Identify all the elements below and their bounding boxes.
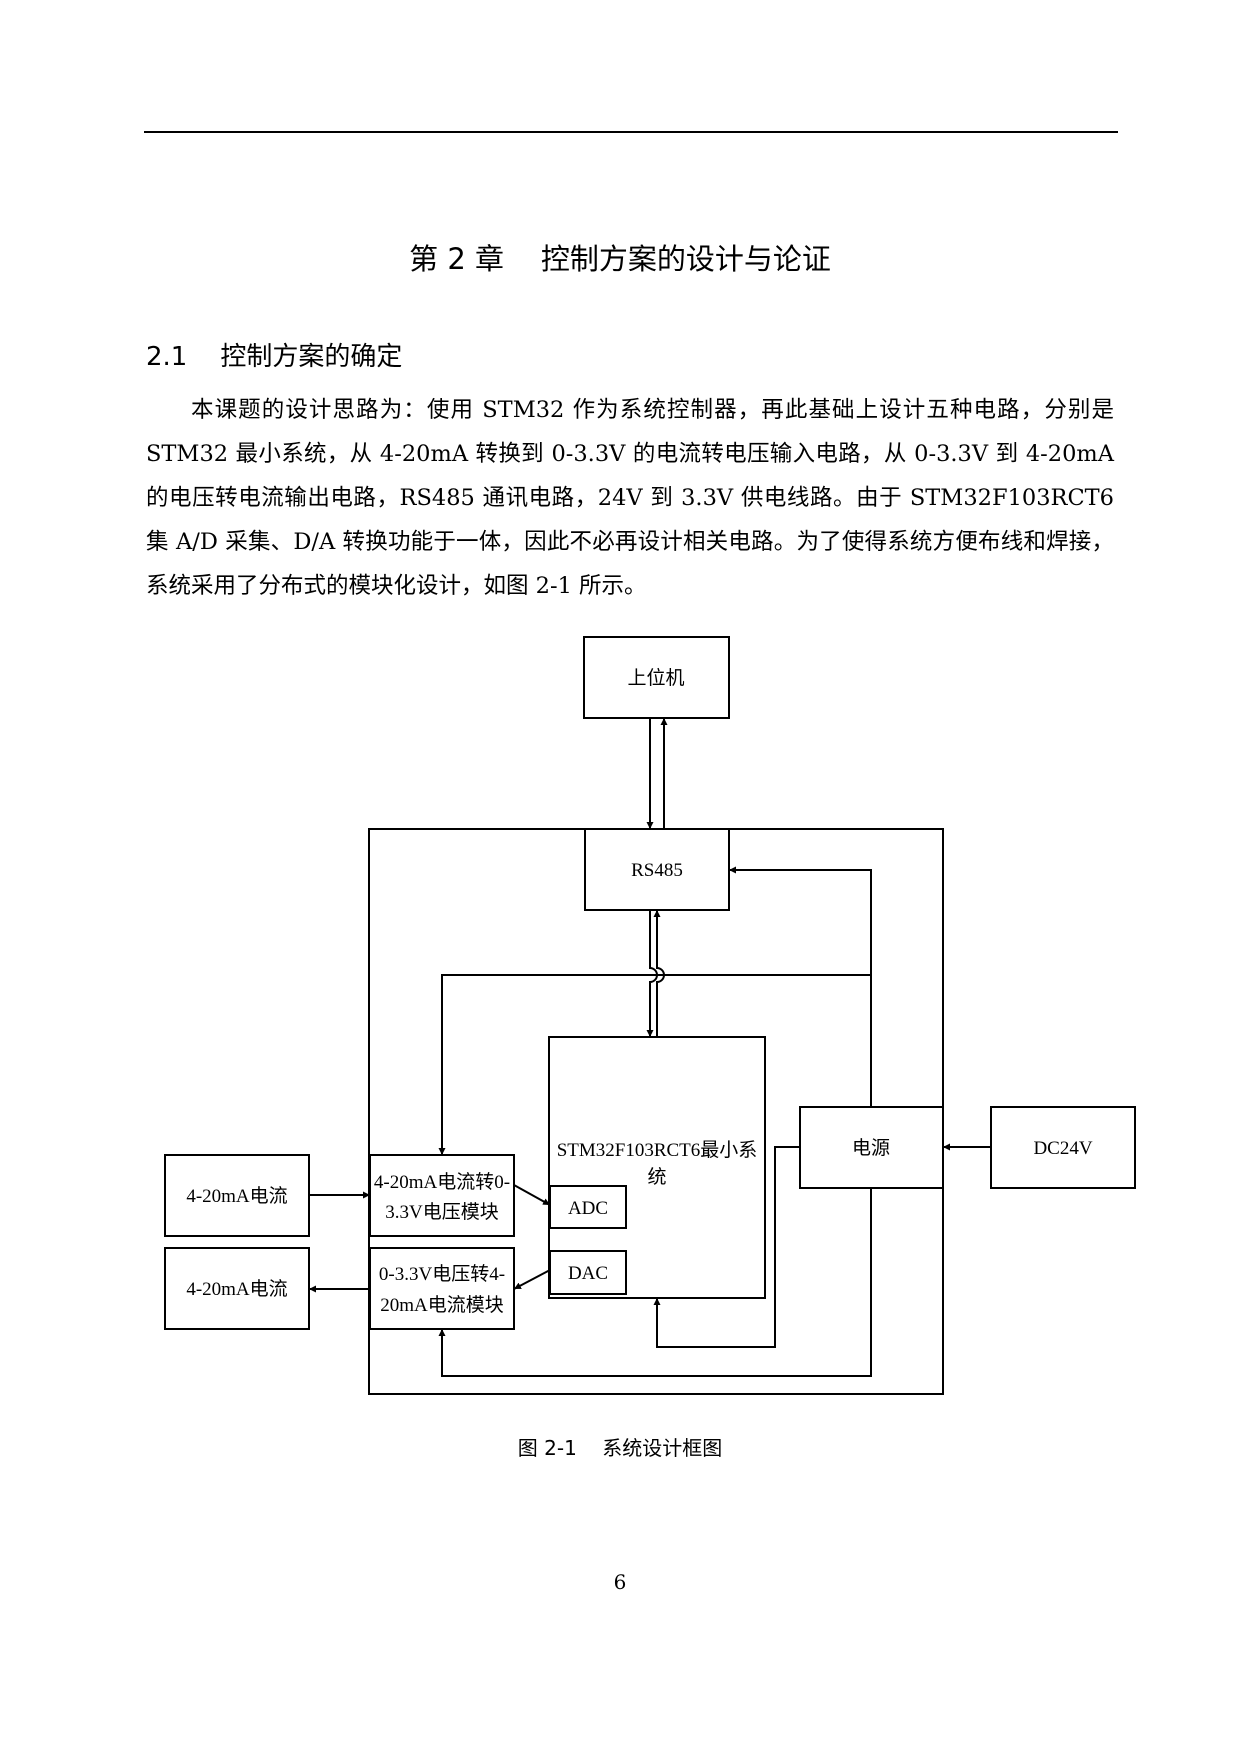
dac-block xyxy=(549,1250,627,1295)
arrow-rs485-to-mcu xyxy=(646,910,658,1037)
page-number: 6 xyxy=(613,1570,627,1594)
section-title: 2.1 控制方案的确定 xyxy=(146,342,403,372)
i2v-label-line2: 3.3V电压模块 xyxy=(385,1201,498,1223)
v2i-label-line1: 0-3.3V电压转4- xyxy=(379,1263,505,1285)
i2v-label-line1: 4-20mA电流转0- xyxy=(374,1171,510,1193)
arrow-power-to-v2i xyxy=(438,1188,872,1377)
adc-label: ADC xyxy=(568,1198,608,1219)
header-rule xyxy=(144,131,1118,133)
host-pc-label: 上位机 xyxy=(627,667,684,689)
arrow-power-to-mcu xyxy=(653,1146,800,1348)
v2i-label-line2: 20mA电流模块 xyxy=(380,1294,504,1316)
input-current-label: 4-20mA电流 xyxy=(186,1185,287,1207)
i2v-module-block xyxy=(369,1154,515,1237)
dc24v-label: DC24V xyxy=(1033,1138,1092,1159)
arrow-i2v-to-adc xyxy=(513,1184,551,1206)
arrow-dac-to-v2i xyxy=(513,1269,551,1290)
mcu-label-line2: 统 xyxy=(647,1166,666,1188)
body-paragraph: 本课题的设计思路为：使用 STM32 作为系统控制器，再此基础上设计五种电路，分… xyxy=(146,397,1114,599)
dac-label: DAC xyxy=(568,1263,608,1284)
power-label: 电源 xyxy=(852,1137,890,1159)
arrow-power-to-i2v xyxy=(438,974,871,1155)
chapter-title: 第 2 章 控制方案的设计与论证 xyxy=(409,242,831,276)
mcu-label-line1: STM32F103RCT6最小系 xyxy=(557,1139,758,1161)
arrow-power-to-rs485 xyxy=(729,866,872,1107)
arrow-mcu-to-rs485 xyxy=(653,910,665,1037)
output-current-label: 4-20mA电流 xyxy=(186,1278,287,1300)
v2i-module-block xyxy=(369,1247,515,1330)
host-pc-block xyxy=(583,636,730,719)
adc-block xyxy=(549,1185,627,1229)
rs485-label: RS485 xyxy=(631,860,683,881)
figure-caption: 图 2-1 系统设计框图 xyxy=(517,1436,723,1460)
